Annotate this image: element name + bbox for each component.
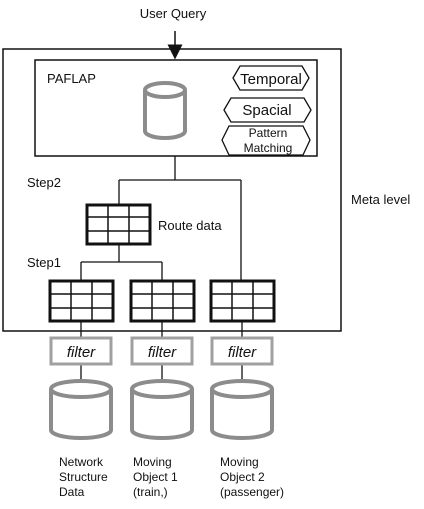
network-line1: Network [59, 455, 104, 469]
filter-box-moving-object-2: filter [210, 336, 274, 366]
filter-label-network: filter [67, 344, 96, 361]
moving-object-2-label: Moving Object 2 (passenger) [220, 455, 284, 499]
meta-level-label: Meta level [351, 192, 410, 207]
mo1-line2: Object 1 [133, 470, 178, 484]
filter-label-moving-object-2: filter [228, 344, 257, 361]
mo1-line1: Moving [133, 455, 172, 469]
filter-label-moving-object-1: filter [148, 344, 177, 361]
pattern-label-line1: Pattern [249, 126, 288, 140]
filter-box-network: filter [49, 336, 113, 366]
network-database-icon [49, 379, 113, 440]
step1-label: Step1 [27, 255, 61, 270]
moving-object-2-table-icon [209, 279, 276, 323]
mo2-line1: Moving [220, 455, 259, 469]
route-data-table-icon [85, 203, 152, 246]
temporal-label: Temporal [240, 71, 302, 88]
paflap-label: PAFLAP [47, 71, 96, 86]
network-structure-data-label: Network Structure Data [59, 455, 108, 499]
mo2-line3: (passenger) [220, 485, 284, 499]
meta-level-box [2, 48, 342, 332]
spacial-label: Spacial [242, 102, 291, 119]
moving-object-1-table-icon [129, 279, 196, 323]
network-line2: Structure [59, 470, 108, 484]
network-table-icon [48, 279, 115, 323]
pattern-label-line2: Matching [244, 141, 293, 155]
connector-lines [80, 156, 243, 381]
route-data-label: Route data [158, 218, 222, 233]
mo1-line3: (train,) [133, 485, 168, 499]
moving-object-2-database-icon [210, 379, 274, 440]
moving-object-1-label: Moving Object 1 (train,) [133, 455, 178, 499]
filter-box-moving-object-1: filter [130, 336, 194, 366]
temporal-module: Temporal [232, 65, 310, 91]
user-query-label: User Query [140, 6, 207, 21]
mo2-line2: Object 2 [220, 470, 265, 484]
paflap-database-icon [143, 81, 187, 140]
network-line3: Data [59, 485, 85, 499]
step2-label: Step2 [27, 175, 61, 190]
moving-object-1-database-icon [130, 379, 194, 440]
spacial-module: Spacial [223, 97, 312, 123]
pattern-matching-module: Pattern Matching [221, 125, 311, 156]
